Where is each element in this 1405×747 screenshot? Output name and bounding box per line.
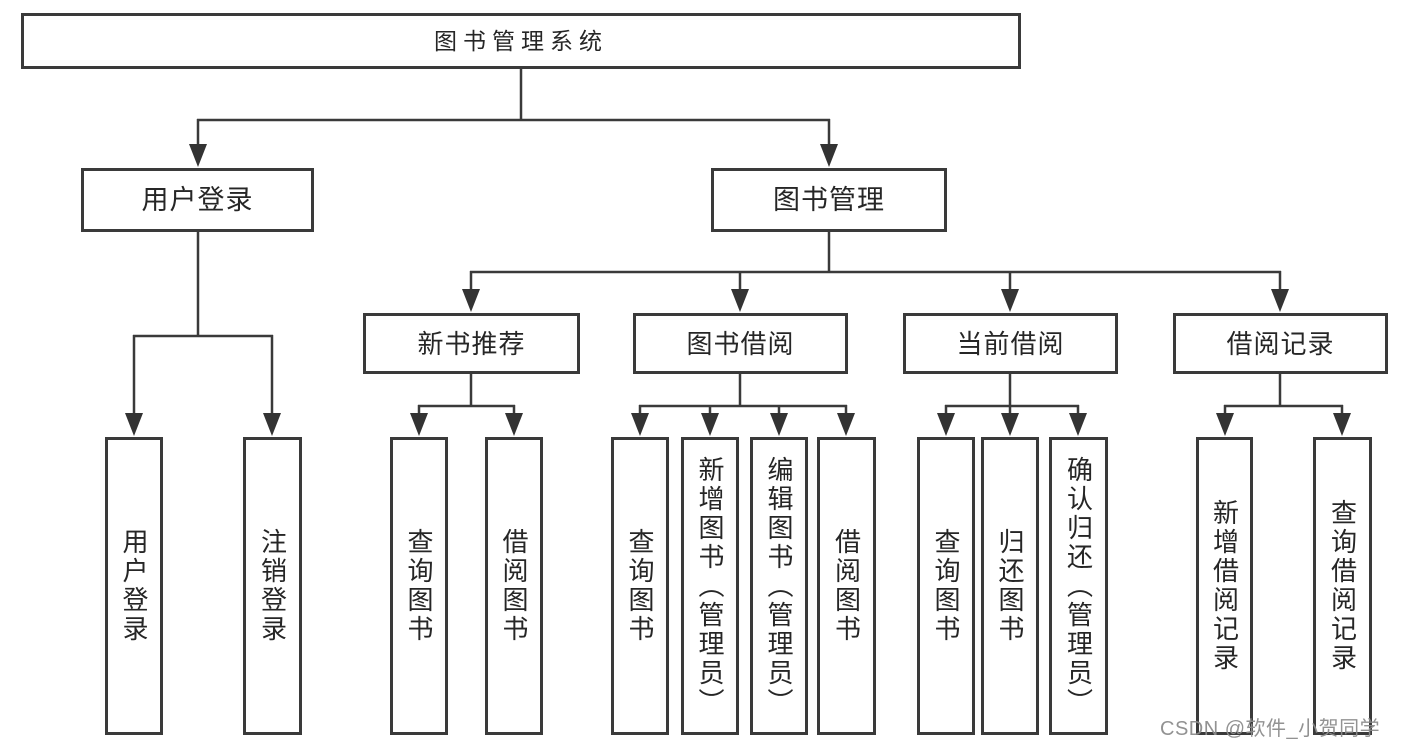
leaf-logout: 注销登录 <box>243 437 302 735</box>
leaf-search-borrow-record: 查询借阅记录 <box>1313 437 1372 735</box>
leaf-label: 查询图书 <box>931 528 961 644</box>
node-label: 借阅记录 <box>1226 328 1335 359</box>
node-label: 图书管理系统 <box>434 27 608 54</box>
leaf-label: 用户登录 <box>119 528 149 644</box>
leaf-label: 注销登录 <box>257 528 288 644</box>
leaf-label: 查询图书 <box>404 528 434 644</box>
node-current-borrowing: 当前借阅 <box>903 313 1118 374</box>
leaf-label: 归还图书 <box>995 528 1025 644</box>
leaf-label: 新增借阅记录 <box>1209 499 1240 673</box>
connector-lines <box>132 69 1344 416</box>
arrowhead-icons <box>125 144 1351 436</box>
node-book-management: 图书管理 <box>711 168 947 232</box>
node-label: 图书借阅 <box>686 328 795 359</box>
node-book-borrowing: 图书借阅 <box>633 313 848 374</box>
node-label: 当前借阅 <box>956 328 1065 359</box>
leaf-label: 借阅图书 <box>831 528 862 644</box>
node-label: 图书管理 <box>773 184 885 215</box>
leaf-search-books-borrowing: 查询图书 <box>611 437 669 735</box>
leaf-user-login: 用户登录 <box>105 437 163 735</box>
leaf-search-books-recommend: 查询图书 <box>390 437 448 735</box>
watermark-text: CSDN @软件_小贺同学 <box>1160 718 1381 740</box>
leaf-search-books-current: 查询图书 <box>917 437 975 735</box>
leaf-label: 编辑图书（管理员） <box>764 455 794 717</box>
leaf-edit-books-admin: 编辑图书（管理员） <box>750 437 808 735</box>
leaf-confirm-return-admin: 确认归还（管理员） <box>1049 437 1108 735</box>
leaf-label: 查询图书 <box>625 528 655 644</box>
leaf-label: 借阅图书 <box>499 528 529 644</box>
leaf-label: 确认归还（管理员） <box>1063 455 1094 717</box>
node-label: 用户登录 <box>141 184 254 215</box>
leaf-return-books: 归还图书 <box>981 437 1039 735</box>
leaf-add-books-admin: 新增图书（管理员） <box>681 437 739 735</box>
node-borrowing-records: 借阅记录 <box>1173 313 1388 374</box>
leaf-label: 新增图书（管理员） <box>695 455 725 717</box>
leaf-add-borrow-record: 新增借阅记录 <box>1196 437 1253 735</box>
node-new-book-recommendation: 新书推荐 <box>363 313 580 374</box>
node-user-login: 用户登录 <box>81 168 314 232</box>
leaf-borrow-books-borrowing: 借阅图书 <box>817 437 876 735</box>
node-label: 新书推荐 <box>417 328 526 359</box>
leaf-label: 查询借阅记录 <box>1327 499 1358 673</box>
node-library-system: 图书管理系统 <box>21 13 1021 69</box>
leaf-borrow-books-recommend: 借阅图书 <box>485 437 543 735</box>
